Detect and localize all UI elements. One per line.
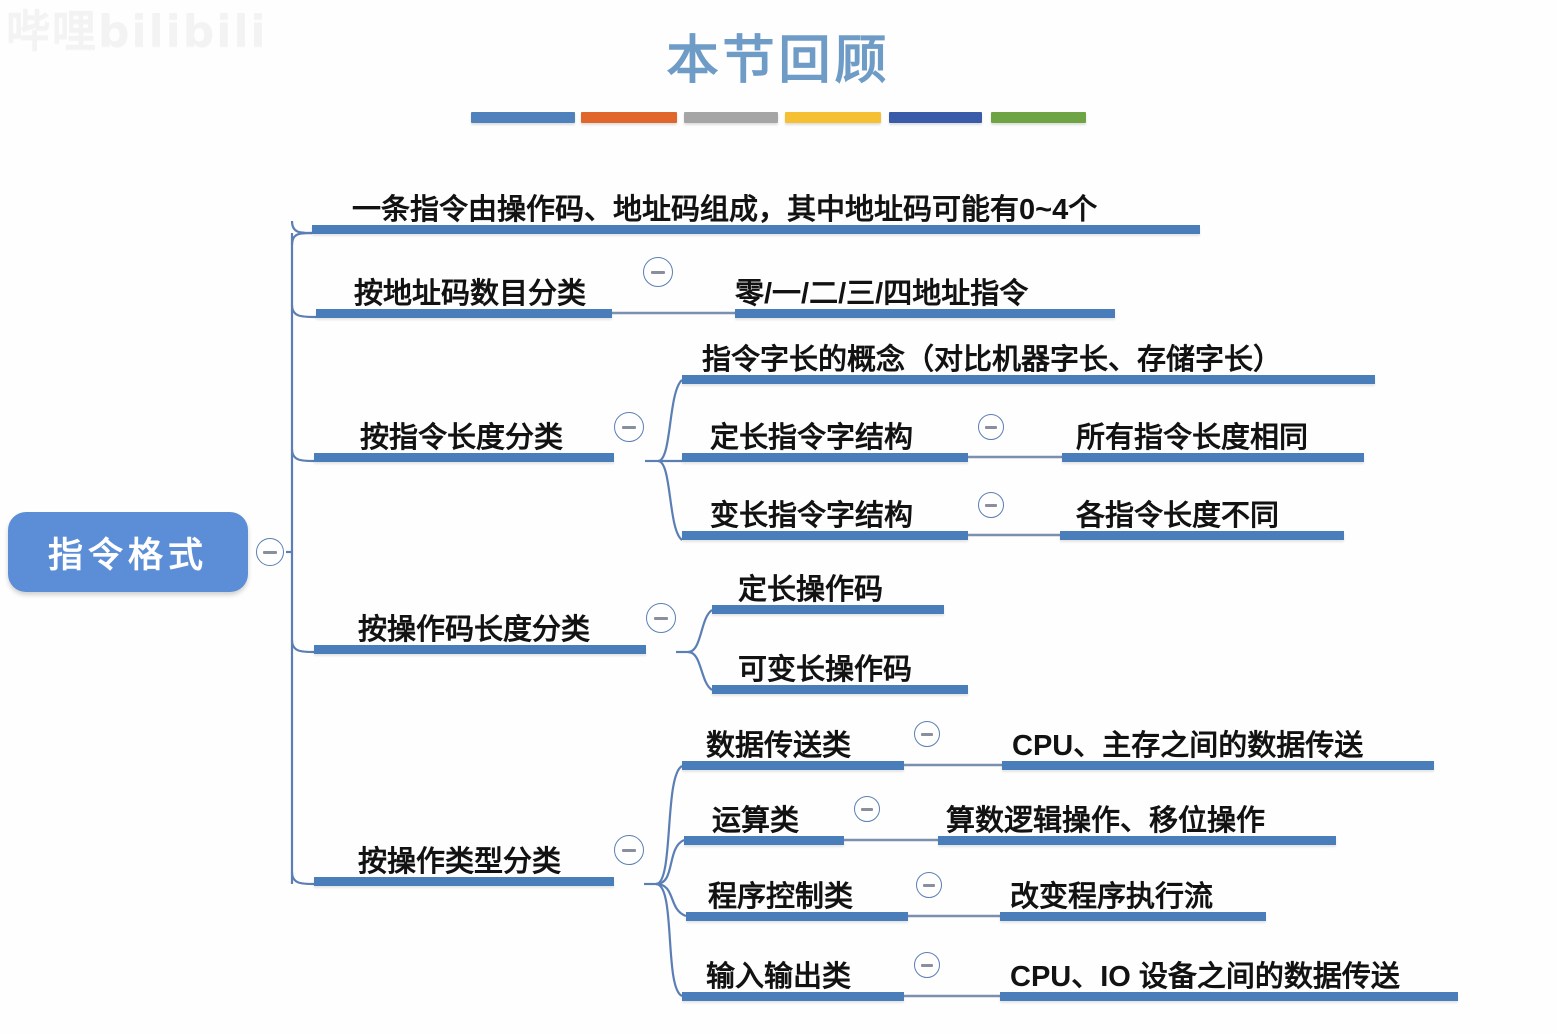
node-label: 按地址码数目分类 xyxy=(354,278,587,310)
node-cpu-io-transfer[interactable]: CPU、IO 设备之间的数据传送 xyxy=(1000,943,1458,1001)
root-collapse-toggle[interactable] xyxy=(256,538,284,566)
node-arithmetic-type[interactable]: 运算类 xyxy=(684,787,844,845)
node-underline xyxy=(316,309,612,318)
node-label: 输入输出类 xyxy=(706,961,852,993)
node-label: 指令字长的概念（对比机器字长、存储字长） xyxy=(702,344,1283,376)
node-arithmetic-logic-shift-ops[interactable]: 算数逻辑操作、移位操作 xyxy=(938,787,1336,845)
node-classify-by-operation-type[interactable]: 按操作类型分类 xyxy=(314,824,614,886)
node-underline xyxy=(1062,453,1364,462)
node-variable-length-instruction[interactable]: 变长指令字结构 xyxy=(682,482,968,540)
root-node[interactable]: 指令格式 xyxy=(8,512,248,592)
node-underline xyxy=(1060,531,1344,540)
node-label: 改变程序执行流 xyxy=(1010,881,1214,913)
node-fixed-length-instruction[interactable]: 定长指令字结构 xyxy=(682,404,968,462)
node-label: 所有指令长度相同 xyxy=(1076,422,1309,454)
node-variable-length-opcode[interactable]: 可变长操作码 xyxy=(712,636,968,694)
node-label: 按指令长度分类 xyxy=(360,422,564,454)
node-underline xyxy=(682,453,968,462)
node-label: 可变长操作码 xyxy=(738,654,913,686)
node-underline xyxy=(312,225,1200,234)
rule-orange xyxy=(581,112,677,123)
collapse-toggle-arithmetic[interactable] xyxy=(854,796,880,822)
node-label: 程序控制类 xyxy=(708,881,854,913)
decorative-rule-row xyxy=(471,112,1111,126)
node-underline xyxy=(682,761,904,770)
collapse-toggle-fixed-length[interactable] xyxy=(978,414,1004,440)
node-instructions-different-length[interactable]: 各指令长度不同 xyxy=(1060,482,1344,540)
node-underline xyxy=(938,836,1336,845)
node-program-control-type[interactable]: 程序控制类 xyxy=(686,863,908,921)
node-underline xyxy=(682,531,968,540)
rule-gray xyxy=(684,112,778,123)
node-label: CPU、IO 设备之间的数据传送 xyxy=(1010,961,1400,993)
node-underline xyxy=(735,309,1115,318)
node-data-transfer-type[interactable]: 数据传送类 xyxy=(682,712,904,770)
node-label: 各指令长度不同 xyxy=(1076,500,1280,532)
node-label: CPU、主存之间的数据传送 xyxy=(1012,730,1364,762)
rule-dark-blue xyxy=(889,112,982,123)
node-underline xyxy=(682,992,904,1001)
node-classify-by-opcode-length[interactable]: 按操作码长度分类 xyxy=(314,592,646,654)
collapse-toggle-address-count[interactable] xyxy=(643,257,673,287)
rule-yellow xyxy=(785,112,881,123)
collapse-toggle-opcode-length[interactable] xyxy=(646,603,676,633)
node-underline xyxy=(314,645,646,654)
node-all-instructions-same-length[interactable]: 所有指令长度相同 xyxy=(1062,404,1364,462)
node-underline xyxy=(712,605,944,614)
collapse-toggle-instruction-length[interactable] xyxy=(614,412,644,442)
node-underline xyxy=(314,877,614,886)
collapse-toggle-variable-length[interactable] xyxy=(978,492,1004,518)
node-label: 变长指令字结构 xyxy=(710,500,914,532)
node-underline xyxy=(1000,912,1266,921)
node-underline xyxy=(1000,992,1458,1001)
node-underline xyxy=(686,912,908,921)
node-address-instruction-types[interactable]: 零/一/二/三/四地址指令 xyxy=(735,256,1115,318)
node-instruction-word-length-concept[interactable]: 指令字长的概念（对比机器字长、存储字长） xyxy=(682,326,1375,384)
node-underline xyxy=(684,836,844,845)
collapse-toggle-data-transfer[interactable] xyxy=(914,721,940,747)
collapse-toggle-program-control[interactable] xyxy=(916,872,942,898)
collapse-toggle-operation-type[interactable] xyxy=(614,835,644,865)
node-label: 运算类 xyxy=(712,805,800,837)
page-title: 本节回顾 xyxy=(666,33,891,90)
node-underline xyxy=(682,375,1375,384)
node-label: 按操作类型分类 xyxy=(358,846,562,878)
root-node-label: 指令格式 xyxy=(47,535,208,575)
node-underline xyxy=(1002,761,1434,770)
collapse-toggle-input-output[interactable] xyxy=(914,952,940,978)
node-input-output-type[interactable]: 输入输出类 xyxy=(682,943,904,1001)
node-label: 零/一/二/三/四地址指令 xyxy=(735,278,1029,310)
node-underline xyxy=(712,685,968,694)
node-label: 定长操作码 xyxy=(738,574,884,606)
node-change-program-flow[interactable]: 改变程序执行流 xyxy=(1000,863,1266,921)
node-classify-by-instruction-length[interactable]: 按指令长度分类 xyxy=(314,400,614,462)
node-label: 按操作码长度分类 xyxy=(358,614,591,646)
rule-green xyxy=(991,112,1086,123)
node-cpu-memory-transfer[interactable]: CPU、主存之间的数据传送 xyxy=(1002,712,1434,770)
node-label: 一条指令由操作码、地址码组成，其中地址码可能有0~4个 xyxy=(352,194,1098,226)
node-classify-by-address-count[interactable]: 按地址码数目分类 xyxy=(316,256,612,318)
rule-blue xyxy=(471,112,575,123)
node-label: 数据传送类 xyxy=(706,730,852,762)
node-fixed-length-opcode[interactable]: 定长操作码 xyxy=(712,556,944,614)
node-label: 定长指令字结构 xyxy=(710,422,914,454)
node-instruction-composition[interactable]: 一条指令由操作码、地址码组成，其中地址码可能有0~4个 xyxy=(312,172,1200,234)
node-label: 算数逻辑操作、移位操作 xyxy=(946,805,1266,837)
bilibili-watermark: 哔哩bilibili xyxy=(6,6,268,57)
node-underline xyxy=(314,453,614,462)
